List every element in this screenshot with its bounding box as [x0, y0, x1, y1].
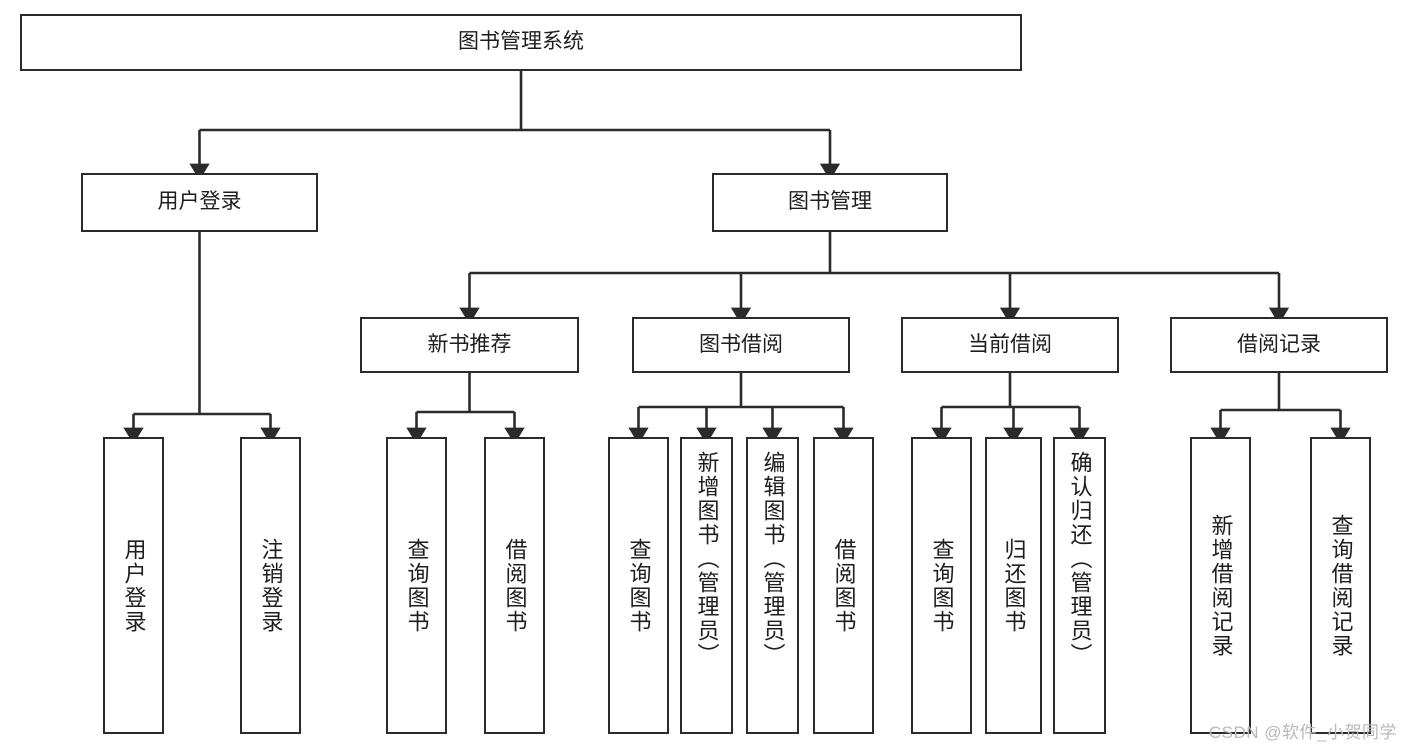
node-label: 查询图书: [929, 537, 955, 634]
node-leaf9[interactable]: 查询图书: [911, 437, 972, 734]
node-label: 编辑图书（管理员）: [760, 451, 786, 667]
node-label: 图书借阅: [699, 332, 783, 356]
node-leaf8[interactable]: 借阅图书: [813, 437, 874, 734]
node-label: 用户登录: [121, 537, 147, 634]
node-l2d[interactable]: 借阅记录: [1170, 317, 1388, 373]
node-l2c[interactable]: 当前借阅: [901, 317, 1119, 373]
node-leaf1[interactable]: 用户登录: [103, 437, 164, 734]
node-leaf13[interactable]: 查询借阅记录: [1310, 437, 1371, 734]
node-leaf2[interactable]: 注销登录: [240, 437, 301, 734]
node-leaf4[interactable]: 借阅图书: [484, 437, 545, 734]
node-label: 图书管理: [788, 190, 872, 214]
node-l2a[interactable]: 新书推荐: [360, 317, 579, 373]
node-label: 新增借阅记录: [1208, 513, 1234, 658]
node-leaf10[interactable]: 归还图书: [985, 437, 1042, 734]
node-leaf6[interactable]: 新增图书（管理员）: [680, 437, 733, 734]
edge-paths: [123, 71, 1351, 445]
node-label: 归还图书: [1001, 537, 1027, 634]
node-leaf12[interactable]: 新增借阅记录: [1190, 437, 1251, 734]
node-label: 借阅图书: [831, 537, 857, 634]
node-l1b[interactable]: 图书管理: [712, 173, 948, 232]
watermark: CSDN @软件_小贺同学: [1208, 723, 1397, 742]
node-label: 查询借阅记录: [1328, 513, 1354, 658]
node-leaf7[interactable]: 编辑图书（管理员）: [746, 437, 799, 734]
node-label: 查询图书: [404, 537, 430, 634]
node-root[interactable]: 图书管理系统: [20, 14, 1022, 71]
node-label: 用户登录: [157, 190, 242, 214]
node-l2b[interactable]: 图书借阅: [632, 317, 850, 373]
node-leaf3[interactable]: 查询图书: [386, 437, 447, 734]
node-label: 图书管理系统: [458, 30, 584, 54]
node-leaf5[interactable]: 查询图书: [608, 437, 669, 734]
node-label: 新增图书（管理员）: [694, 451, 720, 667]
node-l1a[interactable]: 用户登录: [81, 173, 318, 232]
node-leaf11[interactable]: 确认归还（管理员）: [1053, 437, 1106, 734]
node-label: 借阅记录: [1237, 332, 1321, 356]
node-label: 注销登录: [258, 537, 284, 634]
node-label: 当前借阅: [968, 332, 1052, 356]
node-label: 查询图书: [626, 537, 652, 634]
node-label: 借阅图书: [502, 537, 528, 634]
node-label: 确认归还（管理员）: [1067, 451, 1093, 667]
node-label: 新书推荐: [427, 332, 512, 356]
